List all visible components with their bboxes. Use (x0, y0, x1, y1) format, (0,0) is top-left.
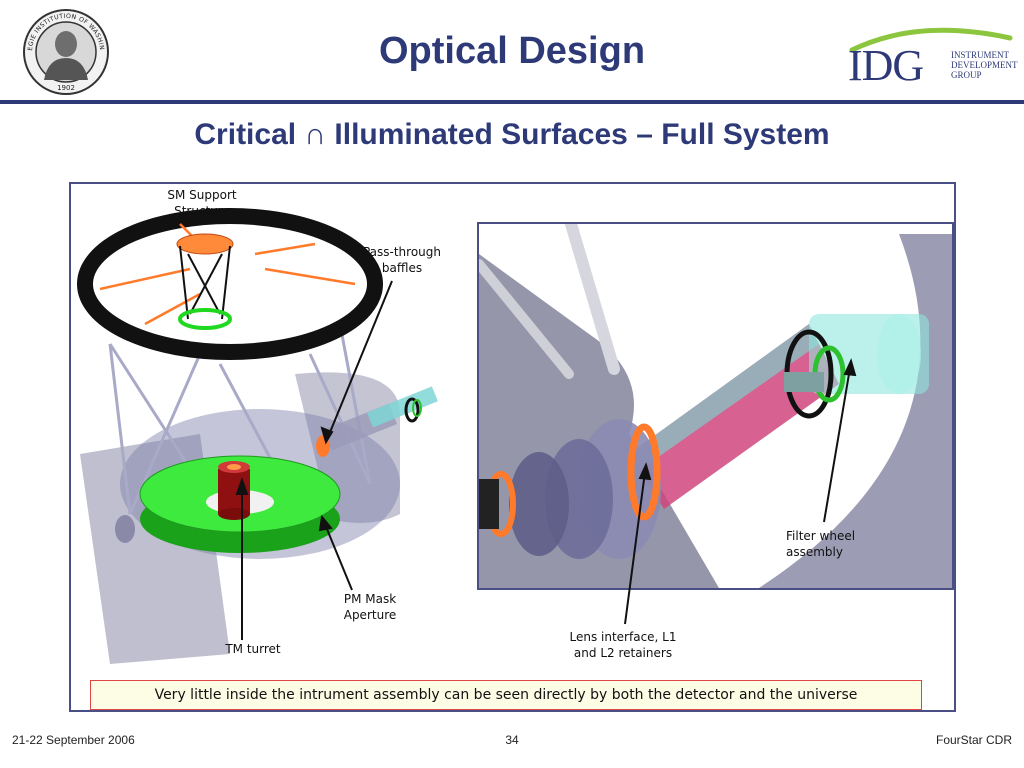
logo-line-2: DEVELOPMENT (951, 60, 1018, 70)
idg-logo: IDG INSTRUMENT DEVELOPMENT GROUP (848, 24, 1018, 90)
leader-lens-interface (624, 471, 646, 625)
instrument-detail-render (479, 224, 952, 588)
lens-retainer-ring (627, 423, 661, 521)
sm-baffle-green (178, 308, 232, 330)
footer-date: 21-22 September 2006 (12, 733, 135, 747)
leader-filter-wheel (823, 367, 851, 523)
logo-line-3: GROUP (951, 70, 982, 80)
illustration-frame (69, 182, 956, 712)
sm-hub-top (176, 233, 234, 255)
label-sm-support: SM Support Structure (167, 188, 237, 218)
label-tm-turret: TM turret (225, 642, 281, 656)
instrument-detail-inset (477, 222, 954, 590)
slide-subtitle: Critical ∩ Illuminated Surfaces – Full S… (194, 118, 830, 151)
slide-title: Optical Design (378, 30, 646, 72)
logo-swoosh-icon (849, 27, 1013, 53)
footer-event: FourStar CDR (935, 733, 1012, 747)
label-pass-through-baffles: Pass-through baffles (362, 245, 442, 275)
logo-line-1: INSTRUMENT (951, 50, 1009, 60)
header-divider (0, 100, 1024, 104)
label-pm-mask-aperture: PM Mask Aperture (343, 592, 397, 622)
housing-wall-right (759, 234, 952, 588)
label-lens-interface: Lens interface, L1 and L2 retainers (569, 630, 677, 660)
sm-spider-vanes (99, 223, 356, 326)
logo-mark: IDG (848, 41, 924, 90)
sm-hub-cage (179, 245, 231, 320)
carnegie-seal-logo: CARNEGIE INSTITUTION OF WASHINGTON 1902 (19, 3, 110, 96)
seal-year: 1902 (57, 84, 75, 92)
footer-page-number: 34 (505, 733, 519, 747)
caption-text: Very little inside the intrument assembl… (154, 687, 858, 703)
label-filter-wheel: Filter wheel assembly (786, 529, 856, 559)
leader-pass-through (325, 280, 393, 443)
caption-box: Very little inside the intrument assembl… (90, 680, 922, 710)
full-system-render (77, 208, 438, 664)
sm-support-ring (77, 208, 383, 360)
